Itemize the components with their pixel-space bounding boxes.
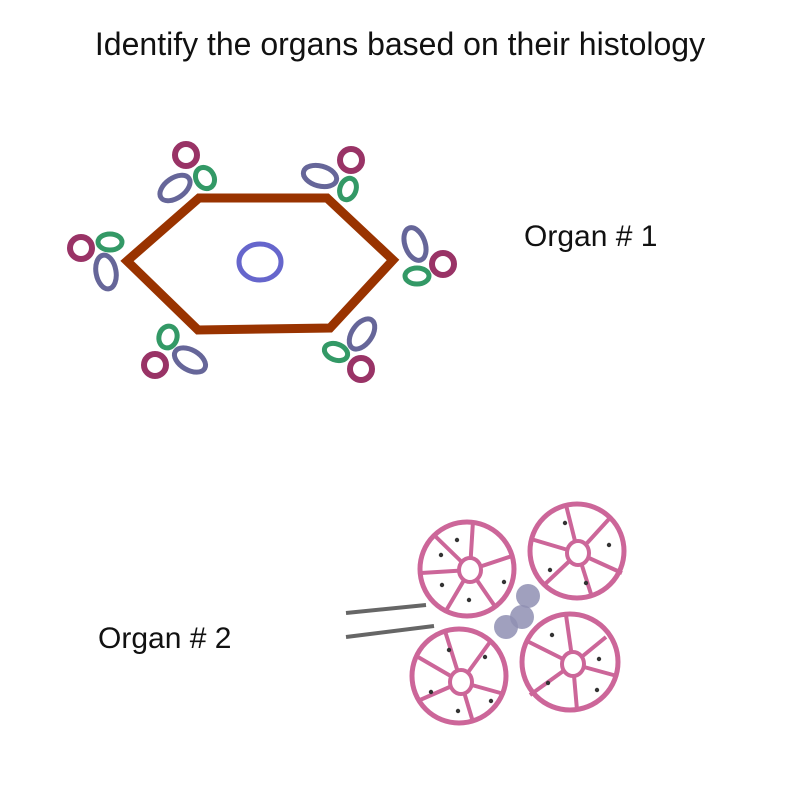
portal-triad-icon xyxy=(401,225,457,287)
nucleus-dot xyxy=(545,680,551,686)
nucleus-dot xyxy=(501,579,507,585)
portal-triad-icon xyxy=(67,231,125,292)
hepatic-artery-icon xyxy=(156,323,180,351)
portal-vein-icon xyxy=(300,162,340,190)
nucleus-dot xyxy=(439,582,445,588)
acinus-lumen xyxy=(560,650,586,678)
portal-vein-icon xyxy=(171,345,209,375)
bile-duct-icon xyxy=(429,250,457,278)
hepatic-artery-icon xyxy=(321,340,351,364)
organ-2-pancreas xyxy=(345,501,627,726)
portal-triad-icon xyxy=(141,323,209,379)
portal-triad-icon xyxy=(321,316,378,383)
pancreatic-acinus-icon xyxy=(527,501,627,601)
nucleus-dot xyxy=(446,647,452,653)
organ-1-label: Organ # 1 xyxy=(524,220,658,253)
bile-duct-icon xyxy=(172,141,200,169)
bile-duct-icon xyxy=(347,355,375,383)
portal-vein-icon xyxy=(401,225,429,263)
portal-vein-icon xyxy=(93,252,119,292)
nucleus-dot xyxy=(438,552,444,558)
pancreatic-acinus-icon xyxy=(417,519,517,619)
nucleus-dot xyxy=(596,656,602,662)
acinus-outline xyxy=(527,501,627,601)
nucleus-dot xyxy=(428,689,434,695)
bile-duct-icon xyxy=(67,234,95,262)
acinus-lumen xyxy=(565,539,591,567)
pancreatic-acinus-icon xyxy=(519,611,621,713)
nucleus-dot xyxy=(466,597,472,603)
nucleus-dot xyxy=(488,698,494,704)
portal-triad-icon xyxy=(300,146,365,203)
acini-group xyxy=(409,501,627,726)
hepatic-artery-icon xyxy=(402,265,432,287)
nucleus-dot xyxy=(594,687,600,693)
hepatic-artery-icon xyxy=(95,231,125,253)
acinus-outline xyxy=(417,519,517,619)
portal-vein-icon xyxy=(157,172,193,204)
nucleus-dot xyxy=(606,542,612,548)
nucleus-dot xyxy=(583,580,589,586)
hexagon-lobule-icon xyxy=(120,193,400,335)
nucleus-dot xyxy=(482,654,488,660)
page-title: Identify the organs based on their histo… xyxy=(94,26,706,62)
portal-triad-icon xyxy=(157,141,218,204)
hepatic-artery-icon xyxy=(337,175,359,203)
acinus-outline xyxy=(519,611,621,713)
bile-duct-icon xyxy=(141,351,169,379)
nucleus-dot xyxy=(454,537,460,543)
islet-cell xyxy=(494,615,518,639)
central-vein-icon xyxy=(236,241,284,283)
nucleus-dot xyxy=(549,632,555,638)
bile-duct-icon xyxy=(337,146,365,174)
duct-line xyxy=(345,603,427,615)
organ-2-label: Organ # 2 xyxy=(98,622,232,655)
organ-1-liver-lobule xyxy=(67,141,457,383)
islet-cell xyxy=(516,584,540,608)
nucleus-dot xyxy=(547,567,553,573)
acinus-lumen xyxy=(457,556,483,584)
nucleus-dot xyxy=(562,520,568,526)
acinus-outline xyxy=(409,626,509,726)
duct-line xyxy=(345,624,435,639)
acinus-lumen xyxy=(448,668,474,696)
portal-vein-icon xyxy=(346,316,378,352)
hepatic-artery-icon xyxy=(192,164,218,192)
nucleus-dot xyxy=(455,708,461,714)
pancreatic-acinus-icon xyxy=(409,626,509,726)
